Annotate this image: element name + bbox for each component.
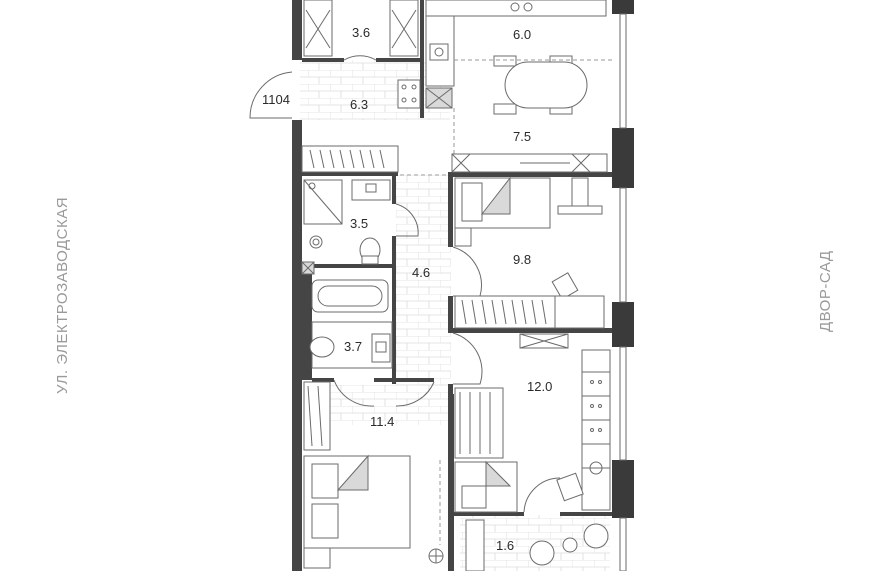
room-area-bedroom-right: 12.0 xyxy=(527,379,552,394)
bathroom-top xyxy=(301,179,419,275)
room-area-bathroom-bottom: 3.7 xyxy=(344,339,362,354)
living xyxy=(451,153,608,173)
room-area-living: 7.5 xyxy=(513,129,531,144)
hall xyxy=(249,71,455,176)
bedroom-mid xyxy=(454,176,605,329)
room-area-bedroom-bottom: 11.4 xyxy=(370,414,394,429)
corridor xyxy=(333,246,483,407)
room-area-kitchen: 6.0 xyxy=(513,27,531,42)
street-label-right: ДВОР-САД xyxy=(817,251,834,333)
room-area-corridor: 4.6 xyxy=(412,265,430,280)
kitchen xyxy=(425,0,612,115)
room-area-hall: 6.3 xyxy=(350,97,368,112)
wardrobe-room xyxy=(303,0,419,61)
bedroom-right xyxy=(454,333,611,513)
apartment-number: 1104 xyxy=(262,92,290,107)
street-label-left: УЛ. ЭЛЕКТРОЗАВОДСКАЯ xyxy=(54,197,71,394)
room-area-bedroom-mid: 9.8 xyxy=(513,252,531,267)
balcony xyxy=(465,519,609,571)
tiled-floor xyxy=(300,60,610,571)
room-area-bathroom-top: 3.5 xyxy=(350,216,368,231)
bathroom-bottom xyxy=(309,279,393,369)
walls xyxy=(292,0,634,571)
room-area-wardrobe: 3.6 xyxy=(352,25,370,40)
room-area-balcony: 1.6 xyxy=(496,538,514,553)
bedroom-bottom xyxy=(303,381,444,569)
